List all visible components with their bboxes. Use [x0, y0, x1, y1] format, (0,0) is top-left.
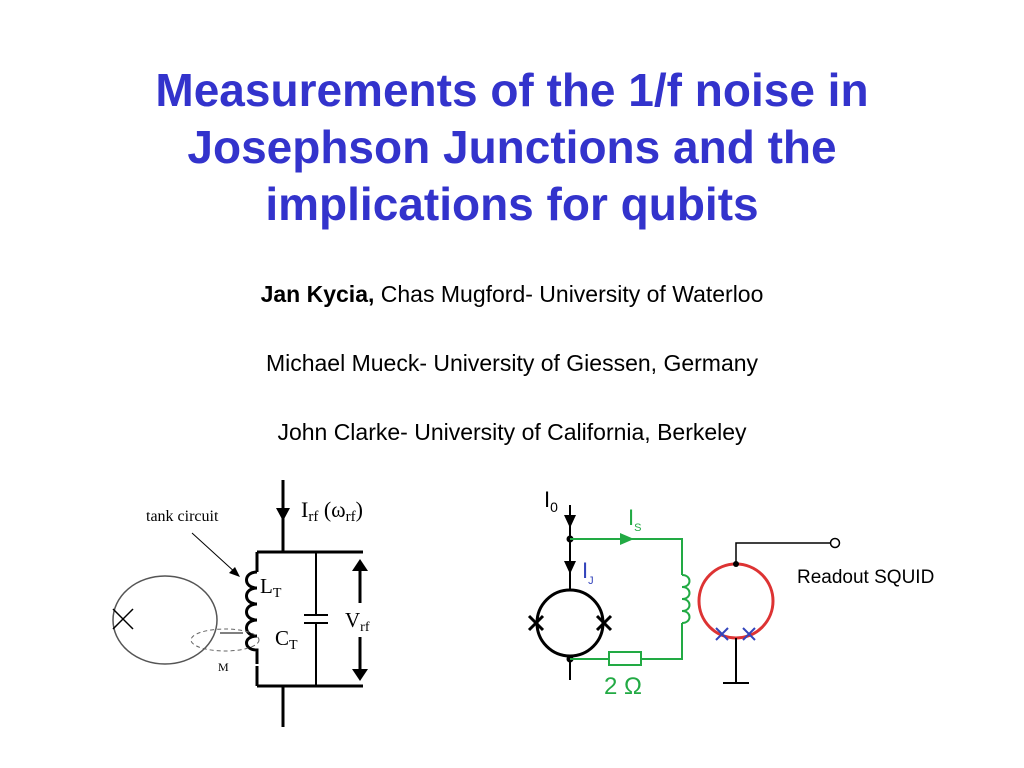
ij-arrow — [564, 561, 576, 574]
vrf-arrow-down — [352, 669, 368, 681]
vrf-label: Vrf — [345, 608, 370, 635]
mutual-inductance-label: M — [218, 660, 229, 674]
resistor-label: 2 Ω — [604, 673, 642, 700]
inductor-coil — [245, 570, 259, 664]
vrf-arrow-up — [352, 559, 368, 571]
co-author-affiliation: Chas Mugford- University of Waterloo — [374, 281, 764, 307]
author-line-2: Michael Mueck- University of Giessen, Ge… — [265, 350, 759, 376]
irf-label: Irf (ωrf) — [301, 497, 363, 525]
tank-circuit-label: tank circuit — [146, 508, 219, 525]
rf-squid-loop — [112, 575, 218, 665]
i0-arrow — [564, 515, 576, 528]
slide-title: Measurements of the 1/f noise in Josephs… — [40, 62, 984, 233]
junction-left-b — [527, 614, 545, 632]
readout-squid-label: Readout SQUID — [797, 567, 934, 588]
ct-label: CT — [275, 626, 298, 653]
junction-right-b — [595, 614, 613, 632]
title-line-2: Josephson Junctions and the — [187, 121, 837, 173]
i0-label: I0 — [544, 487, 558, 515]
irf-arrow — [276, 508, 290, 521]
tank-label-pointer — [191, 532, 238, 575]
loop-junction-x2 — [112, 608, 134, 630]
ij-label: IJ — [582, 558, 594, 587]
author-line-3: John Clarke- University of California, B… — [277, 419, 747, 445]
shunt-wire-bottom — [641, 623, 683, 660]
mutual-coupling — [190, 628, 260, 652]
title-line-3: implications for qubits — [265, 178, 759, 230]
readout-junction-1b — [715, 627, 729, 641]
readout-squid-loop — [697, 562, 775, 640]
tank-circuit-diagram: tank circuit Irf (ωrf) LT CT Vrf M — [112, 480, 370, 727]
readout-terminal — [829, 537, 841, 549]
lead-author: Jan Kycia, — [260, 281, 375, 307]
is-label: IS — [628, 505, 641, 534]
shunt-wire-top — [570, 538, 683, 575]
test-squid-loop — [535, 588, 605, 658]
author-line-1: Jan Kycia, Chas Mugford- University of W… — [0, 281, 1024, 308]
shunt-resistor — [608, 651, 642, 666]
readout-node-top — [733, 561, 739, 567]
is-arrow — [620, 533, 634, 545]
shunt-inductor — [681, 574, 691, 624]
readout-junction-2b — [742, 627, 756, 641]
readout-wire — [735, 542, 830, 564]
lt-label: LT — [260, 574, 282, 601]
junction-circuit-diagram: I0 IS IJ 2 Ω Readout SQUID — [527, 487, 934, 700]
tank-label-arrowhead — [229, 567, 240, 577]
title-line-1: Measurements of the 1/f noise in — [155, 64, 869, 116]
